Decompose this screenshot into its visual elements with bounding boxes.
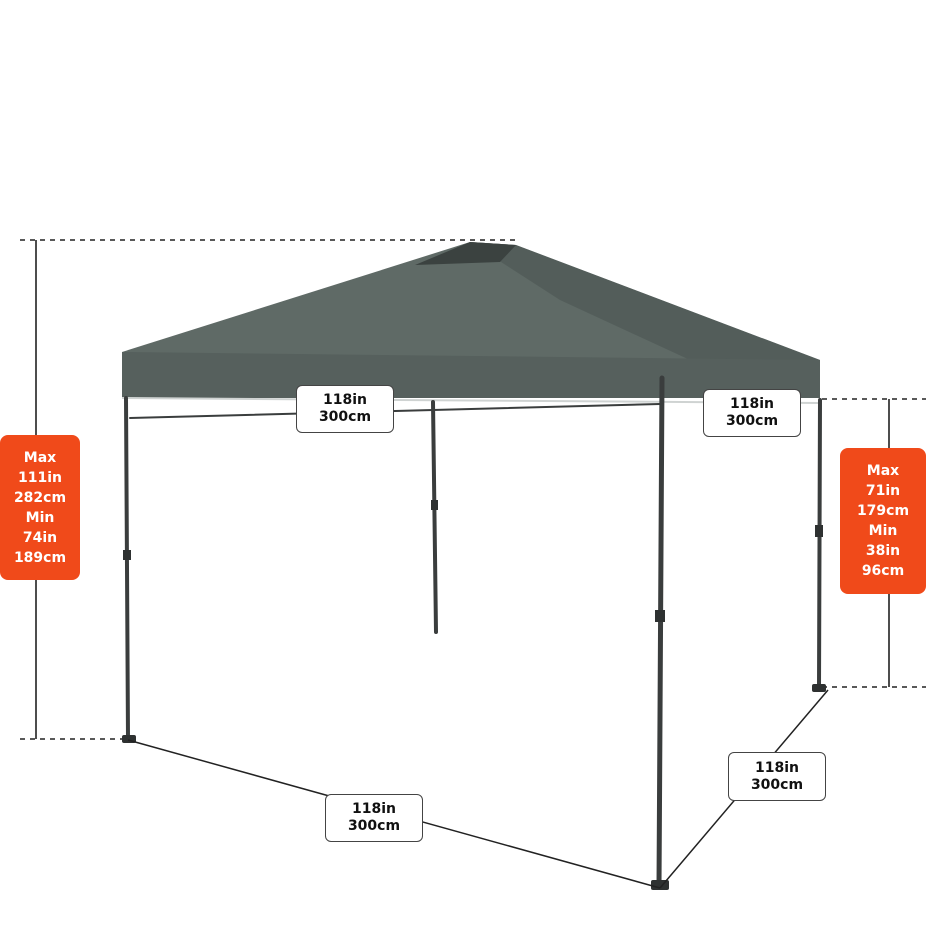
side-min-cm: 96cm xyxy=(861,563,905,579)
side-min-label: Min xyxy=(868,523,898,539)
side-max-cm: 179cm xyxy=(856,503,910,519)
front-bottom-inches: 118in xyxy=(352,801,396,817)
overall-min-in: 74in xyxy=(22,529,58,546)
side-height-badge: Max 71in 179cm Min 38in 96cm xyxy=(840,448,926,594)
front-bottom-cm: 300cm xyxy=(347,818,401,834)
side-top-dimension: 118in 300cm xyxy=(703,389,801,437)
side-max-label: Max xyxy=(866,463,900,479)
canopy-roof xyxy=(121,242,821,404)
front-top-cm: 300cm xyxy=(318,409,372,425)
front-bottom-dimension: 118in 300cm xyxy=(325,794,423,842)
overall-min-cm: 189cm xyxy=(13,549,67,566)
overall-height-badge: Max 111in 282cm Min 74in 189cm xyxy=(0,435,80,580)
overall-max-in: 111in xyxy=(18,469,62,486)
side-bottom-dimension: 118in 300cm xyxy=(728,752,826,801)
side-min-in: 38in xyxy=(865,543,901,559)
front-top-inches: 118in xyxy=(323,392,367,408)
tent-frame xyxy=(124,375,822,889)
side-top-inches: 118in xyxy=(730,396,774,412)
overall-max-cm: 282cm xyxy=(13,489,67,506)
side-bottom-inches: 118in xyxy=(755,759,799,776)
leg-feet xyxy=(122,500,826,890)
side-bottom-cm: 300cm xyxy=(750,776,804,793)
side-max-in: 71in xyxy=(865,483,901,499)
ground-footprint xyxy=(127,689,829,889)
front-top-dimension: 118in 300cm xyxy=(296,385,394,433)
side-top-cm: 300cm xyxy=(725,413,779,429)
overall-min-label: Min xyxy=(25,509,55,526)
overall-max-label: Max xyxy=(23,449,57,466)
